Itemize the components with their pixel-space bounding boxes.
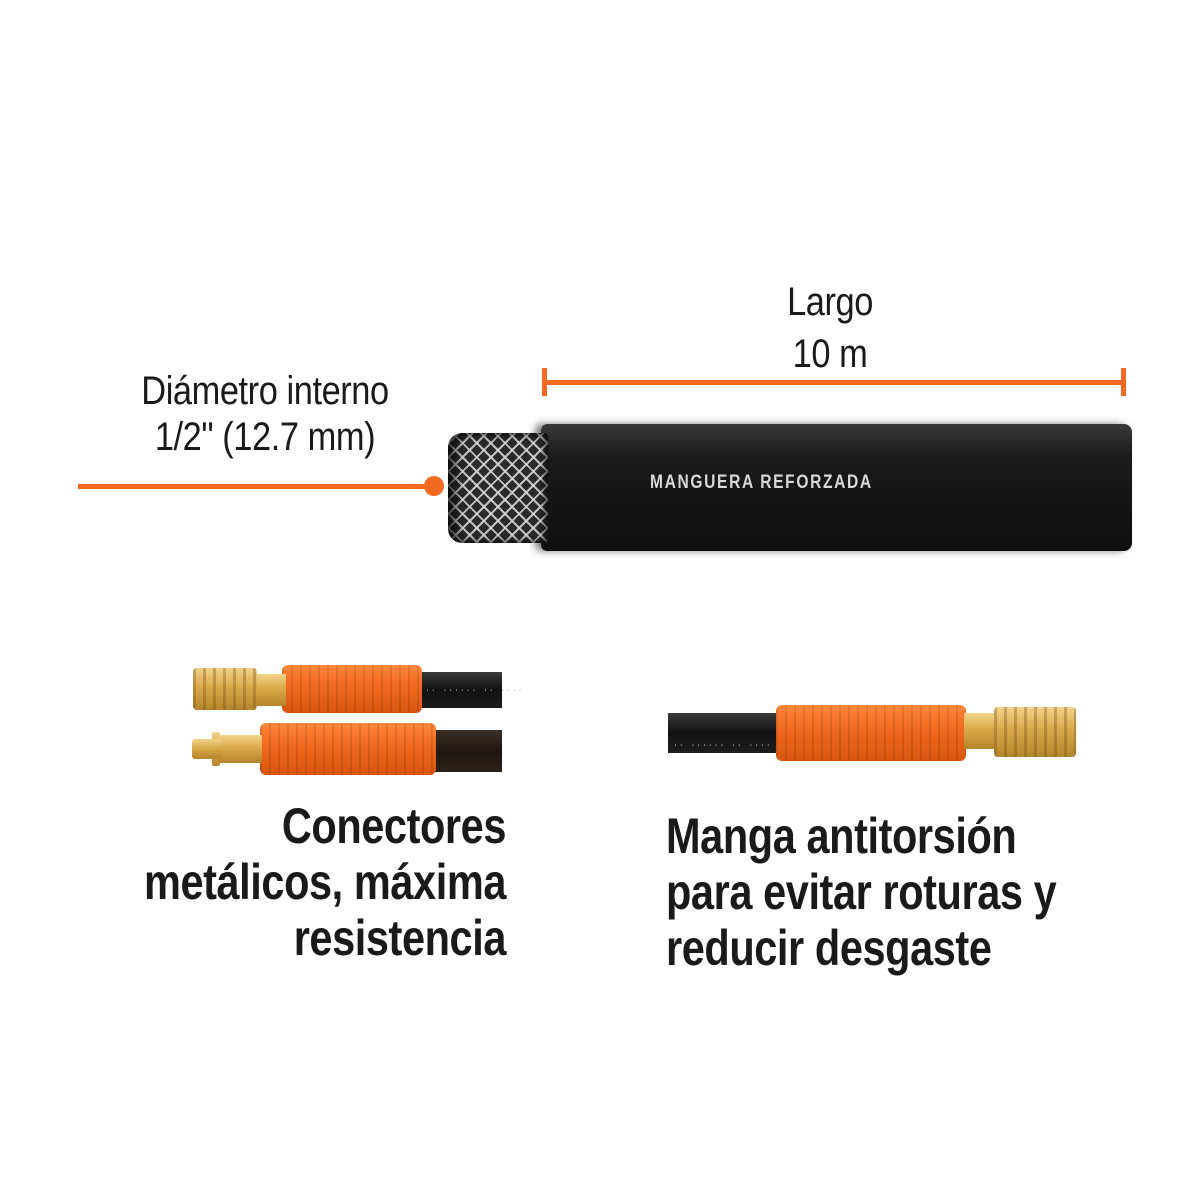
connector-top-hose xyxy=(418,672,502,708)
female-coupler-icon xyxy=(193,668,257,710)
sleeve-demo-hose xyxy=(668,713,788,753)
male-plug-body xyxy=(218,735,262,763)
diameter-indicator-dot xyxy=(424,476,444,496)
caption-line: Conectores xyxy=(281,798,507,854)
sleeve-demo-coupler-icon xyxy=(994,707,1076,757)
diameter-title: Diámetro interno xyxy=(141,369,389,413)
diameter-value: 1/2" (12.7 mm) xyxy=(154,415,376,459)
hose-printed-label: MANGUERA REFORZADA xyxy=(650,472,873,493)
diameter-label: Diámetro interno 1/2" (12.7 mm) xyxy=(89,368,442,460)
connector-top-hose-print: ···· ·· ······ ·· xyxy=(424,685,523,694)
connector-top-brass-hex xyxy=(254,674,286,706)
connector-top-orange-sleeve xyxy=(282,665,422,713)
hose-jacket-image xyxy=(541,424,1132,551)
caption-line: resistencia xyxy=(293,910,507,966)
length-label: Largo 10 m xyxy=(718,276,942,380)
connector-bottom-orange-sleeve xyxy=(260,723,436,775)
length-dimension-cap-left xyxy=(542,368,547,396)
feature-caption-anti-kink: Manga antitorsión para evitar roturas y … xyxy=(666,808,1131,976)
length-title: Largo xyxy=(787,280,873,324)
connector-bottom-hose xyxy=(430,730,502,772)
feature-caption-connectors: Conectores metálicos, máxima resistencia xyxy=(116,798,506,966)
caption-line: metálicos, máxima xyxy=(143,854,507,910)
sleeve-demo-brass-hex xyxy=(964,713,998,749)
caption-line: reducir desgaste xyxy=(666,920,992,976)
caption-line: para evitar roturas y xyxy=(666,864,1057,920)
sleeve-demo-hose-print: ···· ·· ······ ·· xyxy=(672,740,771,749)
male-plug-icon xyxy=(192,739,222,759)
length-dimension-cap-right xyxy=(1121,368,1126,396)
hose-braided-core-image xyxy=(448,433,548,543)
length-value: 10 m xyxy=(792,332,868,376)
diameter-indicator-line xyxy=(78,484,432,489)
caption-line: Manga antitorsión xyxy=(666,808,1017,864)
anti-kink-sleeve-image xyxy=(776,705,966,761)
length-dimension-line xyxy=(544,380,1126,385)
